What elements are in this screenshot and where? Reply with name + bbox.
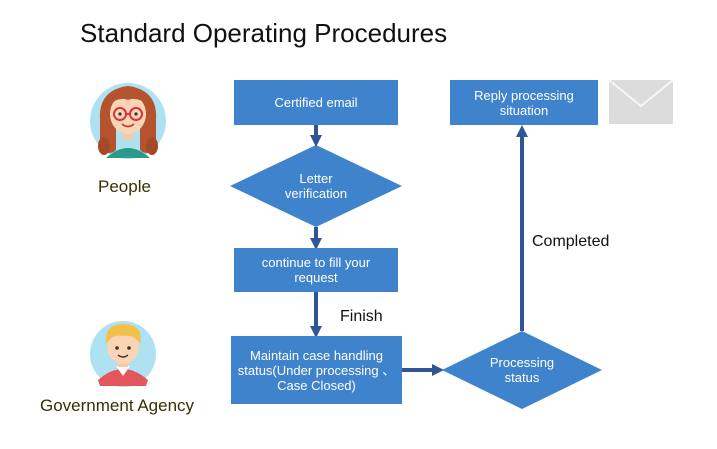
- node-continue-request: continue to fill your request: [234, 248, 398, 292]
- actor-label-people: People: [98, 177, 151, 196]
- node-certified-email: Certified email: [234, 80, 398, 125]
- man-avatar-icon: [90, 321, 156, 387]
- envelope-icon: [608, 79, 674, 124]
- node-reply-processing-label: Reply processing situation: [474, 87, 574, 118]
- edge-label-completed: Completed: [532, 233, 610, 250]
- node-continue-request-label: continue to fill your request: [261, 255, 371, 285]
- actor-label-agency: Government Agency: [40, 396, 195, 415]
- node-maintain-status-label: Maintain case handling status(Under proc…: [237, 347, 396, 393]
- node-maintain-status: Maintain case handling status(Under proc…: [231, 336, 402, 404]
- letter-verification-diamond: [230, 145, 402, 227]
- node-letter-verification-label: Letter verification: [284, 171, 348, 201]
- edge-label-finish: Finish: [340, 308, 383, 325]
- node-processing-status-label: Processing status: [489, 355, 555, 385]
- woman-avatar-icon: [90, 83, 166, 159]
- processing-status-diamond: [442, 331, 602, 409]
- page-title: Standard Operating Procedures: [80, 18, 448, 48]
- node-reply-processing: Reply processing situation: [450, 80, 598, 125]
